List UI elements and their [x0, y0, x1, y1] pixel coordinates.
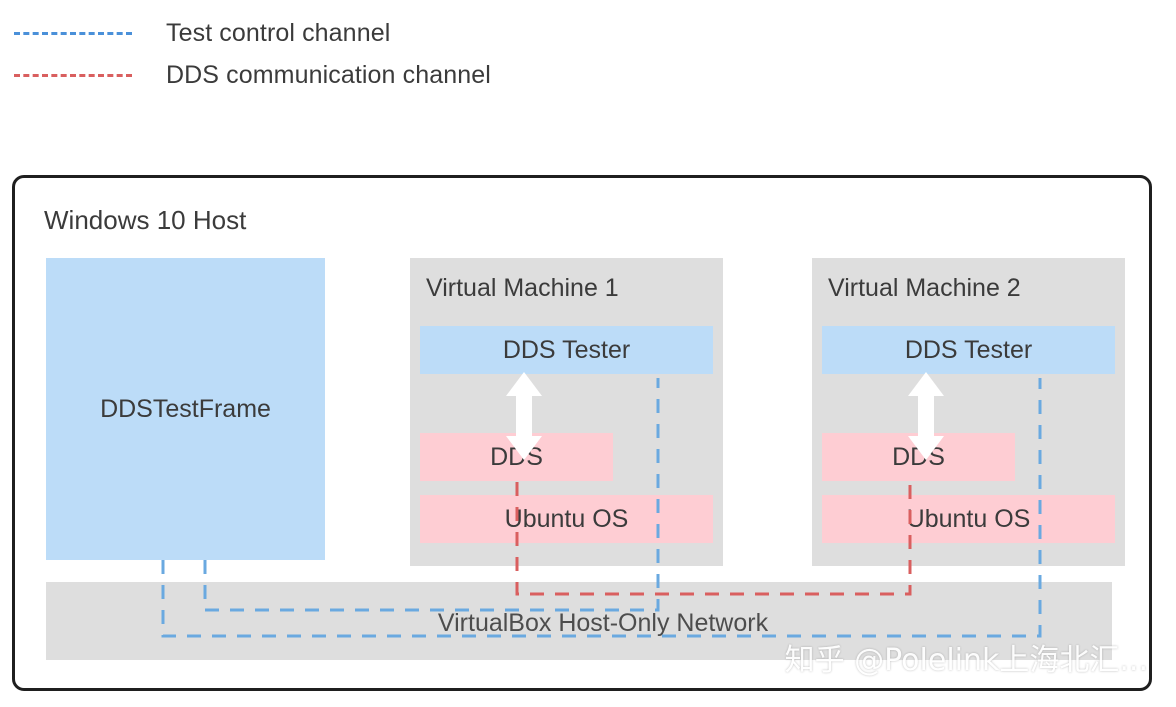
- ddstestframe-label: DDSTestFrame: [100, 394, 271, 423]
- legend-label: Test control channel: [166, 18, 391, 47]
- legend-item-dds-communication: DDS communication channel: [14, 60, 491, 90]
- vm2-ubuntu-os-box: Ubuntu OS: [822, 495, 1115, 543]
- vm2-ubuntu-os-label: Ubuntu OS: [906, 504, 1031, 533]
- vm1-title: Virtual Machine 1: [426, 274, 619, 302]
- vm1-dds-tester-box: DDS Tester: [420, 326, 713, 374]
- vm1-ubuntu-os-box: Ubuntu OS: [420, 495, 713, 543]
- host-title: Windows 10 Host: [44, 205, 247, 235]
- legend-label: DDS communication channel: [166, 60, 491, 89]
- vm1-dds-tester-label: DDS Tester: [502, 335, 631, 364]
- ddstestframe-box: DDSTestFrame: [46, 258, 325, 560]
- vm2-dds-tester-label: DDS Tester: [904, 335, 1033, 364]
- vm2-dds-tester-box: DDS Tester: [822, 326, 1115, 374]
- legend: Test control channel DDS communication c…: [0, 0, 1176, 120]
- dashed-line-icon: [14, 31, 132, 35]
- double-headed-vertical-arrow-icon: [504, 370, 544, 462]
- virtual-machine-2: Virtual Machine 2 DDS Tester DDS Ubuntu …: [812, 258, 1125, 566]
- dashed-line-icon: [14, 73, 132, 77]
- legend-item-test-control: Test control channel: [14, 18, 390, 48]
- vm1-ubuntu-os-label: Ubuntu OS: [504, 504, 629, 533]
- virtual-machine-1: Virtual Machine 1 DDS Tester DDS Ubuntu …: [410, 258, 723, 566]
- vm2-title: Virtual Machine 2: [828, 274, 1021, 302]
- watermark: 知乎 @Polelink上海北汇...: [784, 643, 1148, 678]
- double-headed-vertical-arrow-icon: [906, 370, 946, 462]
